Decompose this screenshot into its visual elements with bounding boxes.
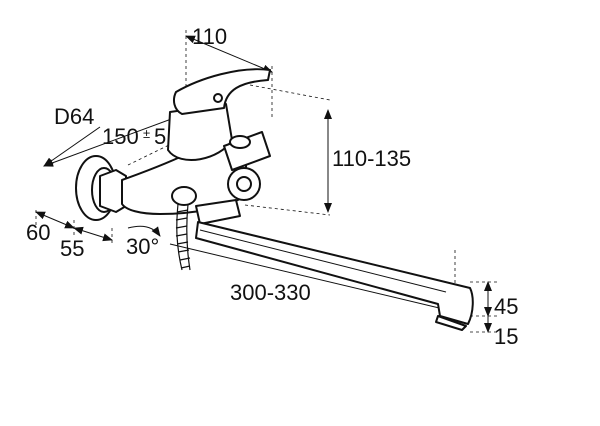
spout [195,221,474,325]
dim-arc-30 [127,225,161,237]
dim-line-60 [35,211,75,229]
label-angle: 30° [126,234,159,259]
label-60: 60 [26,220,50,245]
hose-outlet [171,186,197,206]
label-110-135: 110-135 [332,146,411,171]
lever-screw [213,93,223,103]
dim-line-55 [73,226,113,242]
spout-aerator [435,315,467,331]
dimension-labels: 110 D64 150 ± 5 110-135 60 55 30° 300-33… [26,24,518,349]
label-45: 45 [494,294,518,319]
label-d64: D64 [54,104,94,129]
diverter-knob-center [236,176,252,192]
label-110: 110 [192,24,227,49]
label-tolerance-sign: ± [143,126,150,141]
dim-line-300-330 [169,243,457,313]
faucet-body [75,68,474,331]
diverter-cap [229,135,251,149]
label-15: 15 [494,324,518,349]
label-55: 55 [60,236,84,261]
label-300-330: 300-330 [230,280,311,305]
spout-swivel [195,199,241,225]
diverter-body [223,131,271,171]
label-150: 150 [102,124,139,149]
mixer-lever [173,68,271,115]
dim-line-110 [185,35,273,73]
label-tolerance: 5 [154,124,166,149]
